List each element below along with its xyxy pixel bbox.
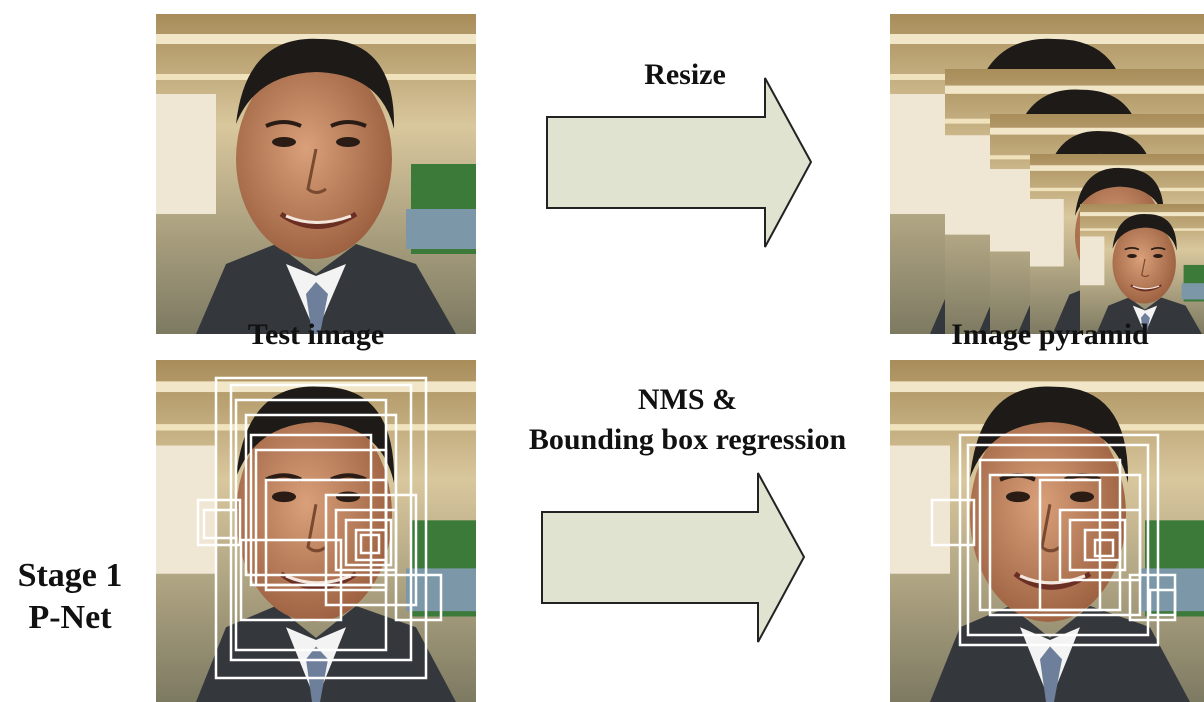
resize-label: Resize [644,58,726,91]
nms-label: NMS & Bounding box regression [490,380,885,460]
pnet-candidates-photo [156,360,476,702]
test-image-photo [156,14,476,334]
test-image-label: Test image [247,318,385,351]
nms-arrow-icon [541,472,806,643]
image-pyramid-label: Image pyramid [951,318,1149,351]
stage-line-1: Stage 1 [17,557,123,594]
nms-line-1: NMS & [637,383,738,416]
resize-arrow-icon [546,77,813,248]
stage-label: Stage 1 P-Net [0,555,140,639]
nms-result-photo [890,360,1204,702]
stage-line-2: P-Net [28,599,112,636]
nms-line-2: Bounding box regression [528,423,847,456]
image-pyramid-stack [890,14,1204,334]
